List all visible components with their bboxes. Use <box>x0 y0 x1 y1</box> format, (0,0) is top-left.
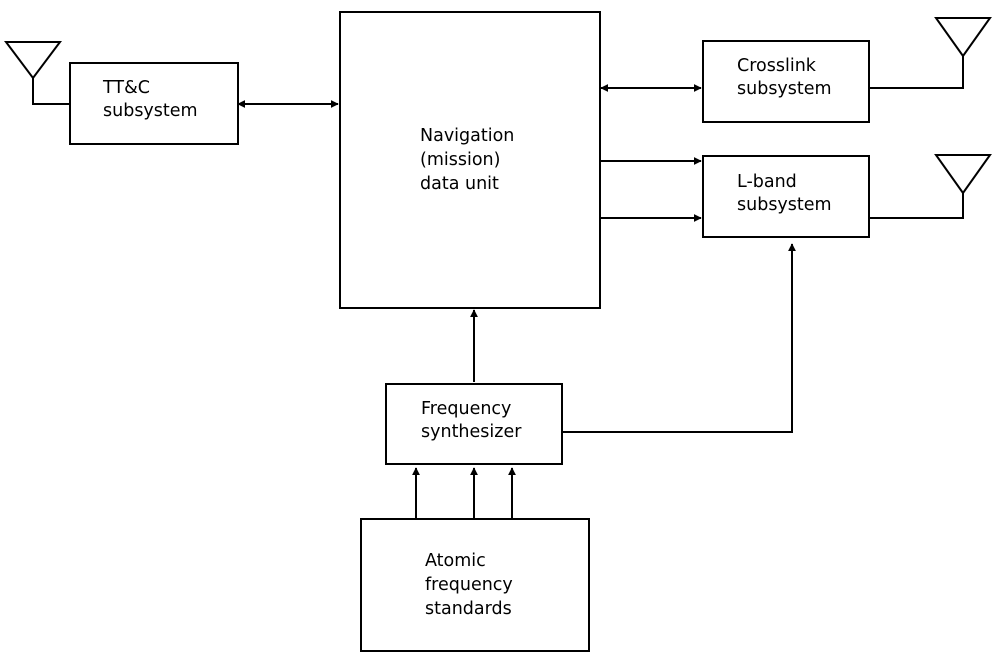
atomic-label-line-3: standards <box>425 599 512 619</box>
navigation-data-unit-block: Navigation (mission) data unit <box>339 11 601 309</box>
crosslink-subsystem-block: Crosslink subsystem <box>702 40 870 123</box>
antenna-icon <box>870 154 992 219</box>
crosslink-label-line-2: subsystem <box>737 79 832 99</box>
ttc-subsystem-block: TT&C subsystem <box>69 62 239 145</box>
atomic-label-line-2: frequency <box>425 575 513 595</box>
lband-label-line-1: L-band <box>737 172 797 192</box>
lband-subsystem-block: L-band subsystem <box>702 155 870 238</box>
atomic-label-line-1: Atomic <box>425 551 486 571</box>
atomic-frequency-standards-block: Atomic frequency standards <box>360 518 590 652</box>
ttc-label-line-2: subsystem <box>103 101 198 121</box>
nav-label-line-3: data unit <box>420 174 499 194</box>
frequency-synthesizer-block: Frequency synthesizer <box>385 383 563 465</box>
antenna-icon <box>870 17 992 89</box>
synth-label-line-2: synthesizer <box>421 422 522 442</box>
nav-label-line-1: Navigation <box>420 126 515 146</box>
lband-label-line-2: subsystem <box>737 195 832 215</box>
crosslink-label-line-1: Crosslink <box>737 56 816 76</box>
nav-label-line-2: (mission) <box>420 150 501 170</box>
synth-label-line-1: Frequency <box>421 399 512 419</box>
antenna-icon <box>4 41 70 105</box>
synth-lband-link <box>562 243 796 433</box>
ttc-label-line-1: TT&C <box>103 78 150 98</box>
